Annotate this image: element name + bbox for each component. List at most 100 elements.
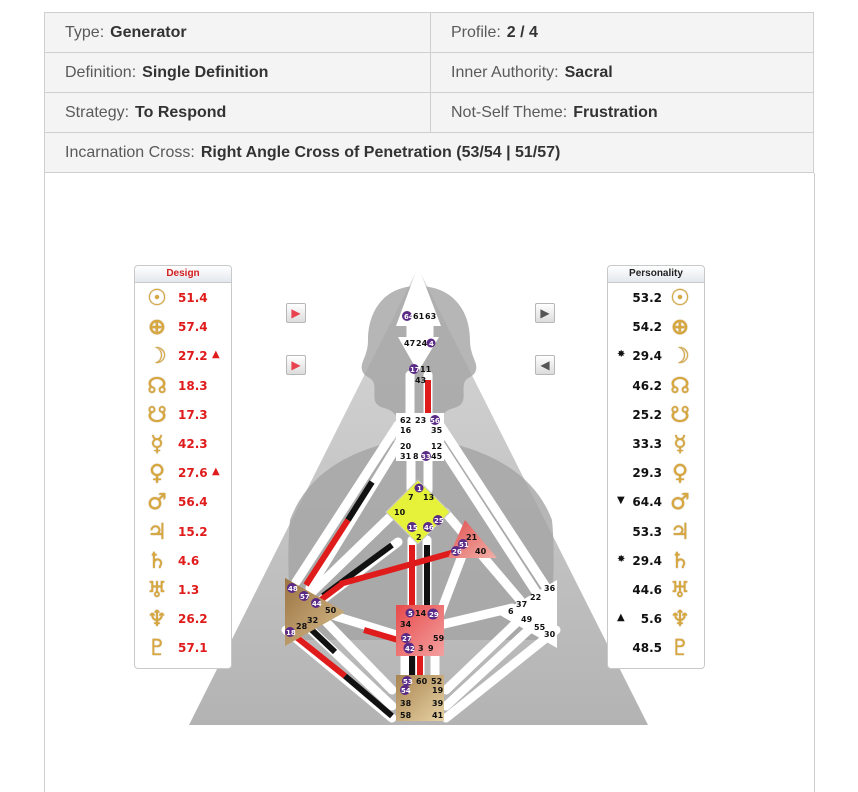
design-row-north-node: ☊18.3 <box>135 374 231 400</box>
neptune-icon: ♆ <box>147 607 167 633</box>
personality-row-venus: ♀29.3 <box>608 461 704 487</box>
activated-gate-markers <box>285 311 468 695</box>
gate-34: 34 <box>400 620 412 629</box>
not-self-theme-cell: Not-Self Theme:Frustration <box>430 92 814 133</box>
moon-icon: ☽ <box>147 344 167 370</box>
gate-46: 46 <box>424 524 434 532</box>
gate-19: 19 <box>432 686 444 695</box>
jupiter-icon: ♃ <box>147 519 167 545</box>
gate-50: 50 <box>325 606 337 615</box>
gate-28: 28 <box>296 622 308 631</box>
gate-45: 45 <box>431 452 443 461</box>
gate-30: 30 <box>544 630 556 639</box>
personality-row-neptune: ♆5.6▲ <box>608 607 704 633</box>
design-gate-line-value: 42.3 <box>178 437 208 451</box>
personality-fixing-mark: ✸ <box>617 553 626 565</box>
gate-59: 59 <box>433 634 445 643</box>
design-row-moon: ☽27.2▲ <box>135 344 231 370</box>
gate-40: 40 <box>475 547 487 556</box>
gate-24: 24 <box>416 339 428 348</box>
personality-gate-line-value: 53.2 <box>632 291 662 305</box>
design-row-saturn: ♄ 4.6 <box>135 549 231 575</box>
design-gate-line-value: 51.4 <box>178 291 208 305</box>
throat-center-lower <box>396 441 444 461</box>
gate-17: 17 <box>410 366 420 374</box>
personality-panel-title: Personality <box>608 266 704 283</box>
mars-icon: ♂ <box>670 490 690 516</box>
personality-row-moon: ☽29.4✸ <box>608 344 704 370</box>
gate-61: 61 <box>413 312 425 321</box>
strategy-value: To Respond <box>135 103 227 121</box>
personality-gate-line-value: 44.6 <box>632 583 662 597</box>
gate-22: 22 <box>530 593 541 602</box>
type-cell: Type:Generator <box>44 12 431 53</box>
info-table: Type:Generator Profile:2 / 4 Definition:… <box>44 12 814 173</box>
earth-icon: ⊕ <box>670 315 690 341</box>
personality-row-earth: ⊕ 54.2 <box>608 315 704 341</box>
gate-48: 48 <box>288 585 298 593</box>
moon-icon: ☽ <box>670 344 690 370</box>
design-gate-line-value: 17.3 <box>178 407 208 422</box>
personality-fixing-mark: ▼ <box>617 495 625 507</box>
north-node-icon: ☊ <box>147 373 167 399</box>
gate-labels: 64 61 63 47 24 4 17 11 43 62 23 56 16 35… <box>286 312 556 720</box>
gate-41: 41 <box>432 711 444 720</box>
personality-top-arrow-button[interactable]: ▶ <box>535 303 555 323</box>
inner-authority-cell: Inner Authority:Sacral <box>430 52 814 93</box>
personality-gate-line-value: 48.5 <box>632 641 662 656</box>
design-top-arrow-button[interactable]: ▶ <box>286 303 306 323</box>
gate-18: 18 <box>286 629 296 637</box>
gate-60: 60 <box>416 677 428 686</box>
gate-39: 39 <box>432 699 444 708</box>
personality-row-uranus: ♅44.6 <box>608 578 704 604</box>
personality-row-saturn: ♄29.4✸ <box>608 549 704 575</box>
personality-fixing-mark: ✸ <box>617 349 626 361</box>
gate-44: 44 <box>312 600 322 608</box>
personality-fixing-mark: ▲ <box>617 612 625 624</box>
design-fixing-mark: ▲ <box>212 466 220 478</box>
personality-gate-line-value: 64.4 <box>632 495 662 510</box>
design-gate-line-value: 4.6 <box>178 553 200 568</box>
gate-2: 2 <box>416 533 422 542</box>
gate-63: 63 <box>425 312 436 321</box>
g-center <box>385 479 451 545</box>
design-gate-line-value: 27.2 <box>178 349 208 364</box>
gate-25: 25 <box>434 517 444 525</box>
design-row-earth: ⊕57.4 <box>135 315 231 341</box>
gate-14: 14 <box>415 609 427 618</box>
personality-bottom-arrow-button[interactable]: ◀ <box>535 355 555 375</box>
saturn-icon: ♄ <box>147 548 167 574</box>
gate-52: 52 <box>431 677 442 686</box>
gate-47: 47 <box>404 339 415 348</box>
personality-row-mercury: ☿33.3 <box>608 432 704 458</box>
saturn-icon: ♄ <box>670 548 690 574</box>
not-self-theme-label: Not-Self Theme: <box>451 103 568 121</box>
design-gate-line-value: 27.6 <box>178 466 208 481</box>
personality-gate-line-value: 54.2 <box>632 320 662 335</box>
mars-icon: ♂ <box>147 490 167 516</box>
design-row-uranus: ♅1.3 <box>135 578 231 604</box>
pluto-icon: ♇ <box>147 636 167 662</box>
design-panel-title: Design <box>135 266 231 283</box>
personality-gate-line-value: 46.2 <box>632 378 662 393</box>
personality-gate-line-value: 53.3 <box>632 524 662 539</box>
north-node-icon: ☊ <box>670 373 690 399</box>
head-center <box>396 266 441 326</box>
activated-channels <box>288 380 463 719</box>
design-row-mars: ♂ 56.4 <box>135 490 231 516</box>
gate-42: 42 <box>405 645 415 653</box>
profile-label: Profile: <box>451 23 501 41</box>
personality-gate-line-value: 5.6 <box>640 612 662 627</box>
personality-row-sun: ☉53.2 <box>608 286 704 312</box>
design-row-jupiter: ♃15.2 <box>135 520 231 546</box>
design-bottom-arrow-button[interactable]: ▶ <box>286 355 306 375</box>
personality-gate-line-value: 29.3 <box>632 466 662 481</box>
gate-36: 36 <box>544 584 556 593</box>
personality-row-pluto: ♇48.5 <box>608 636 704 662</box>
design-gate-line-value: 57.1 <box>178 641 208 656</box>
gate-37: 37 <box>516 600 527 609</box>
design-gate-line-value: 56.4 <box>178 495 208 510</box>
design-row-mercury: ☿42.3 <box>135 432 231 458</box>
gate-27: 27 <box>402 635 412 643</box>
strategy-cell: Strategy:To Respond <box>44 92 431 133</box>
